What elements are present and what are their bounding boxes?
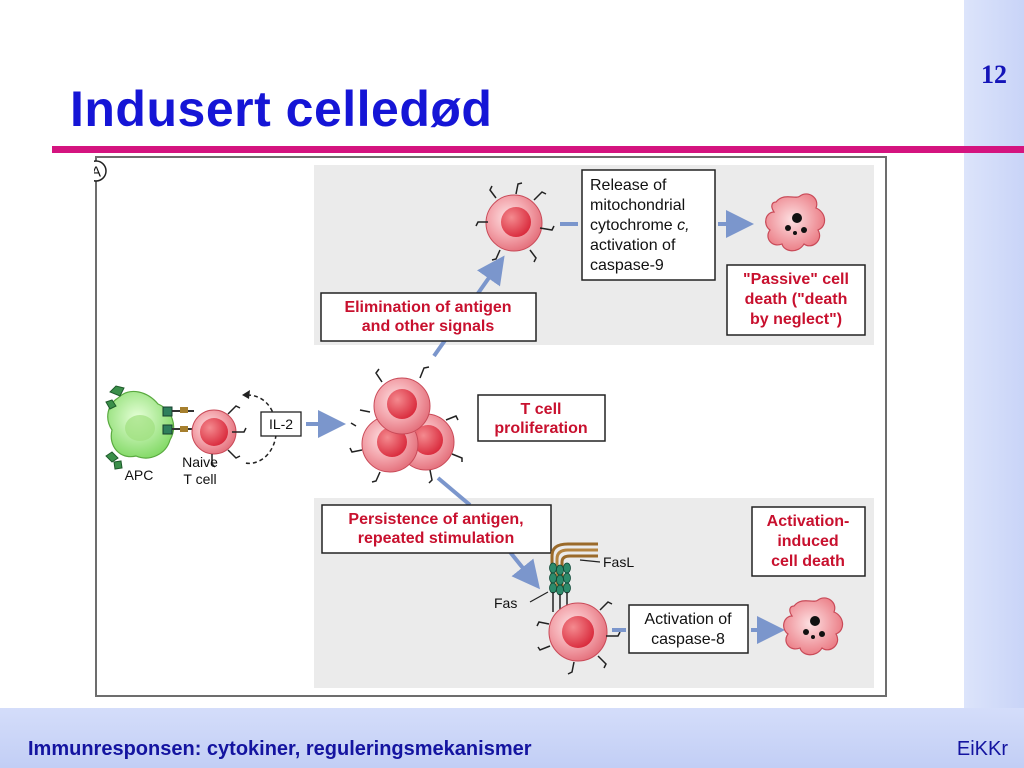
naive-label-line1: Naive bbox=[182, 454, 218, 470]
naive-t-cell bbox=[191, 405, 247, 468]
downward-pathway-arrow-upper bbox=[436, 476, 472, 507]
mito-line2: mitochondrial bbox=[590, 197, 685, 214]
il2-label: IL-2 bbox=[269, 416, 293, 432]
fasl-label: FasL bbox=[603, 554, 634, 570]
naive-label-line2: T cell bbox=[183, 471, 216, 487]
elimination-label-line2: and other signals bbox=[362, 318, 495, 335]
footer-course-title: Immunresponsen: cytokiner, reguleringsme… bbox=[28, 738, 532, 760]
mito-line5: caspase-9 bbox=[590, 257, 664, 274]
il2-feedback-loop bbox=[244, 394, 278, 465]
persistence-label-line1: Persistence of antigen, bbox=[348, 511, 523, 528]
proliferation-box bbox=[477, 394, 606, 442]
passive-label-line1: "Passive" cell bbox=[743, 271, 849, 288]
passive-label-line3: by neglect") bbox=[750, 311, 842, 328]
aicd-label-line1: Activation- bbox=[767, 513, 850, 530]
footer-author: EiKKr bbox=[956, 738, 1008, 760]
proliferation-label-line2: proliferation bbox=[494, 420, 587, 437]
passive-label-line2: death ("death bbox=[745, 291, 848, 308]
persistence-label-line2: repeated stimulation bbox=[358, 530, 514, 547]
passive-death-box bbox=[726, 264, 866, 336]
panel-letter-circle bbox=[94, 160, 107, 182]
induced-cell-death-figure: A APC Naive T cell IL-2 T cell prol bbox=[94, 156, 887, 697]
apoptotic-cell-lower bbox=[783, 597, 844, 656]
apoptotic-cell-upper bbox=[765, 193, 826, 252]
mito-line4: activation of bbox=[590, 237, 676, 254]
slide-title: Indusert celledød bbox=[70, 81, 493, 137]
il2-loop-arrowhead bbox=[242, 390, 250, 399]
title-underline bbox=[52, 146, 1024, 153]
il2-box bbox=[260, 411, 302, 437]
apc-cell bbox=[105, 385, 194, 470]
casp8-line1: Activation of bbox=[644, 611, 732, 628]
proliferating-t-cells bbox=[349, 366, 463, 484]
slide-number: 12 bbox=[981, 60, 1007, 89]
neglected-t-cell bbox=[475, 182, 555, 263]
panel-letter: A bbox=[94, 164, 101, 181]
fasl-fas-complex bbox=[529, 542, 601, 612]
caspase8-box bbox=[628, 604, 749, 654]
side-decoration-bar bbox=[964, 0, 1024, 708]
apc-label: APC bbox=[125, 467, 154, 483]
mito-line1: Release of bbox=[590, 177, 667, 194]
restimulated-t-cell bbox=[536, 601, 621, 675]
persistence-box bbox=[321, 504, 552, 554]
elimination-box bbox=[320, 292, 537, 342]
downward-pathway-arrow-lower bbox=[508, 550, 541, 590]
casp8-line2: caspase-8 bbox=[651, 631, 725, 648]
elimination-label-line1: Elimination of antigen bbox=[344, 299, 511, 316]
proliferation-label-line1: T cell bbox=[521, 401, 562, 418]
footer-bar bbox=[0, 708, 1024, 768]
aicd-label-line2: induced bbox=[777, 533, 838, 550]
fas-label: Fas bbox=[494, 595, 517, 611]
mito-line3: cytochrome c, bbox=[590, 217, 690, 234]
aicd-label-line3: cell death bbox=[771, 553, 845, 570]
mitochondrial-release-box bbox=[581, 169, 716, 281]
aicd-box bbox=[751, 506, 866, 577]
